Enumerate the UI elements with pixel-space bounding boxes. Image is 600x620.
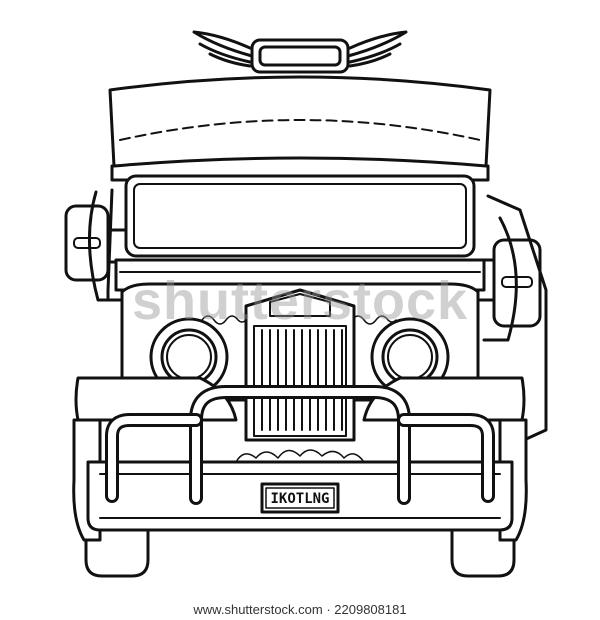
windshield [124,174,476,258]
body-side-right [486,194,548,442]
roof [108,75,492,182]
bullbar [105,385,495,505]
winged-ornament [192,30,408,74]
jeepney-illustration: IKOTLNG [64,30,548,578]
footer-caption: www.shutterstock.com · 2209808181 [193,602,407,617]
right-scroll-ornament [351,315,397,325]
left-mirror [64,190,126,302]
body-side-left [106,188,114,302]
right-mirror [478,216,542,342]
license-plate-text: IKOTLNG [270,491,329,507]
left-scroll-ornament [201,315,247,325]
lower-scroll-ornament [235,449,365,463]
grille [244,288,356,442]
